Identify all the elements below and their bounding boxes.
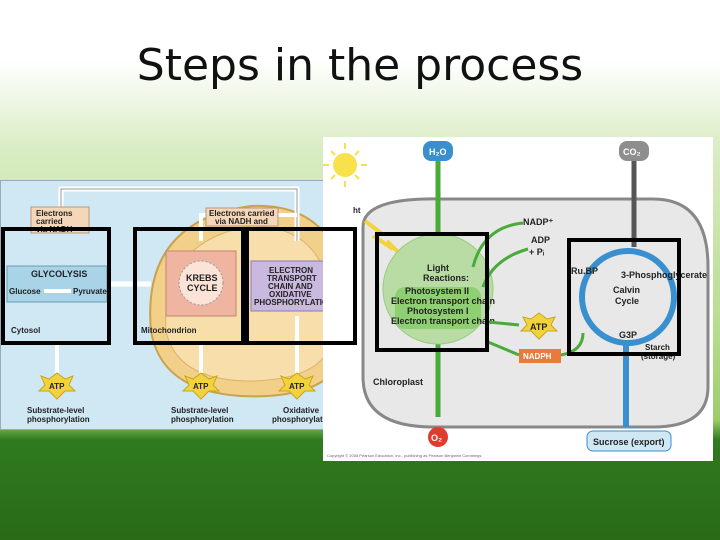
copyright-text: Copyright © 2008 Pearson Education, Inc.… — [327, 453, 482, 458]
electrons-nadh-label-2: carried — [36, 217, 63, 226]
g3p-label: G3P — [619, 330, 637, 340]
etc-label-4: OXIDATIVE — [269, 290, 312, 299]
pyruvate-label: Pyruvate — [73, 287, 107, 296]
atp-burst-1 — [37, 372, 77, 400]
atp-label-1: ATP — [49, 382, 65, 391]
mitochondrion-label: Mitochondrion — [141, 326, 197, 335]
atp-label-2: ATP — [193, 382, 209, 391]
etc-label-b: Electron transport chain — [391, 316, 495, 326]
oxidative-label-1: Oxidative — [283, 406, 320, 415]
etc-label-2: TRANSPORT — [267, 274, 317, 283]
electrons-nadh-fadh2-label-1: Electrons carried — [209, 209, 274, 218]
atp-burst-chloro — [519, 312, 559, 340]
o2-label: O₂ — [431, 433, 442, 443]
step-frame-light-reactions — [375, 232, 489, 352]
co2-label: CO₂ — [623, 147, 641, 157]
nadph-label: NADPH — [523, 352, 552, 361]
sucrose-label: Sucrose (export) — [593, 437, 665, 447]
glycolysis-label: GLYCOLYSIS — [31, 269, 87, 279]
etc-label-a: Electron transport chain — [391, 296, 495, 306]
photosystem-ii-label: Photosystem II — [405, 286, 469, 296]
substrate-level-label-1a: Substrate-level — [27, 406, 84, 415]
calvin-label-2: Cycle — [615, 296, 639, 306]
substrate-level-label-1b: phosphorylation — [27, 415, 90, 424]
etc-label-3: CHAIN AND — [268, 282, 313, 291]
step-frame-calvin-cycle — [567, 238, 681, 356]
calvin-label-1: Calvin — [613, 285, 640, 295]
cytosol-label: Cytosol — [11, 326, 40, 335]
electrons-nadh-label-1: Electrons — [36, 209, 73, 218]
step-frame-glycolysis — [1, 227, 111, 345]
step-frame-krebs — [133, 227, 245, 345]
light-label-fragment: ht — [353, 206, 361, 215]
slide-title: Steps in the process — [136, 40, 584, 91]
chloroplast-label: Chloroplast — [373, 377, 423, 387]
krebs-label-2: CYCLE — [187, 283, 218, 293]
sun-icon — [333, 153, 357, 177]
adp-label: ADP — [531, 235, 550, 245]
substrate-level-label-2a: Substrate-level — [171, 406, 228, 415]
atp-label-3: ATP — [289, 382, 305, 391]
oxidative-label-2: phosphorylation — [272, 415, 335, 424]
step-frame-oxidative — [245, 227, 357, 345]
pi-label: + Pᵢ — [529, 247, 545, 257]
substrate-level-label-2b: phosphorylation — [171, 415, 234, 424]
photosynthesis-diagram: ht H₂O CO₂ Light Reactions: Photosystem … — [323, 137, 713, 461]
etc-label-5: PHOSPHORYLATION — [254, 298, 334, 307]
cellular-respiration-diagram: Electrons carried via NADH Electrons car… — [0, 180, 358, 430]
atp-chloro-label: ATP — [530, 322, 547, 332]
photosystem-i-label: Photosystem I — [407, 306, 469, 316]
light-reactions-label-1: Light — [427, 263, 449, 273]
etc-label-1: ELECTRON — [269, 266, 313, 275]
light-reactions-label-2: Reactions: — [423, 273, 469, 283]
starch-label-2: (storage) — [641, 352, 676, 361]
nadp-plus-label: NADP⁺ — [523, 217, 554, 227]
h2o-label: H₂O — [429, 147, 447, 157]
atp-burst-2 — [181, 372, 221, 400]
krebs-label-1: KREBS — [186, 273, 218, 283]
starch-label-1: Starch — [645, 343, 670, 352]
glucose-label: Glucose — [9, 287, 41, 296]
rubp-label: Ru.BP — [571, 266, 598, 276]
atp-burst-3 — [277, 372, 317, 400]
phosphoglycerate-label: 3-Phosphoglycerate — [621, 270, 707, 280]
electrons-nadh-fadh2-label-2: via NADH and — [215, 217, 268, 226]
